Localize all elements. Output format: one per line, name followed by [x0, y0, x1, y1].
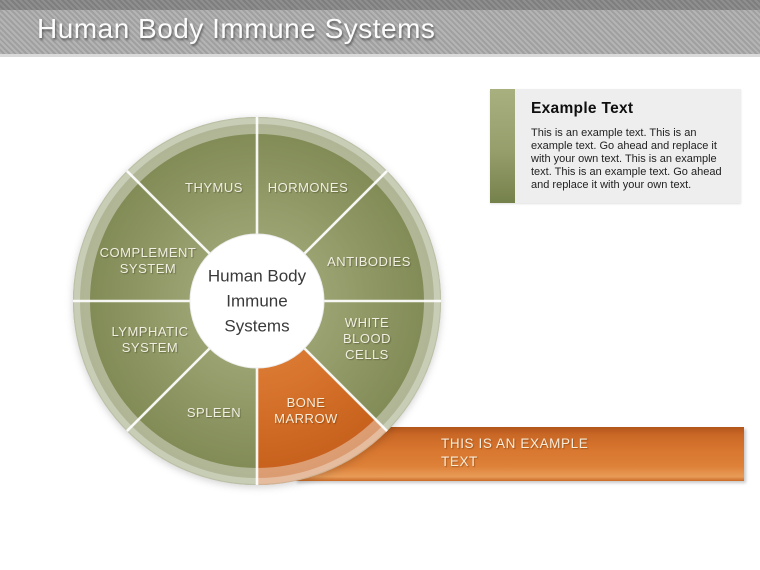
wheel-center-title: Human Body Immune Systems — [208, 264, 306, 339]
legend-body-text: This is an example text. This is an exam… — [531, 127, 722, 191]
label-lymphatic-system: LYMPHATIC SYSTEM — [111, 324, 189, 355]
page-title: Human Body Immune Systems — [37, 13, 436, 44]
label-thymus: THYMUS — [185, 180, 243, 195]
label-complement-system: COMPLEMENT SYSTEM — [99, 245, 197, 276]
slide-header: Human Body Immune Systems — [0, 0, 760, 57]
center-title-line-3: Systems — [224, 316, 290, 336]
legend-content: Example Text This is an example text. Th… — [515, 89, 741, 203]
legend-color-bar — [490, 89, 515, 203]
legend-heading: Example Text — [531, 100, 634, 117]
wheel-hub — [189, 233, 325, 369]
center-title-line-2: Immune — [226, 291, 288, 311]
banner-label: THIS IS AN EXAMPLE TEXT — [441, 436, 589, 469]
label-spleen: SPLEEN — [186, 405, 242, 420]
center-title-line-1: Human Body — [207, 266, 307, 286]
wheel-graphic — [73, 117, 441, 485]
segment-dividers — [73, 117, 441, 485]
legend-callout: Example Text This is an example text. Th… — [490, 89, 741, 203]
label-antibodies: ANTIBODIES — [327, 254, 411, 269]
header-top-strip — [0, 0, 760, 10]
label-white-blood-cells: WHITE BLOOD CELLS — [342, 315, 392, 362]
label-hormones: HORMONES — [267, 180, 349, 195]
label-bone-marrow: BONE MARROW — [274, 395, 338, 426]
immune-systems-wheel: HORMONES ANTIBODIES WHITE BLOOD CELLS BO… — [72, 116, 442, 486]
